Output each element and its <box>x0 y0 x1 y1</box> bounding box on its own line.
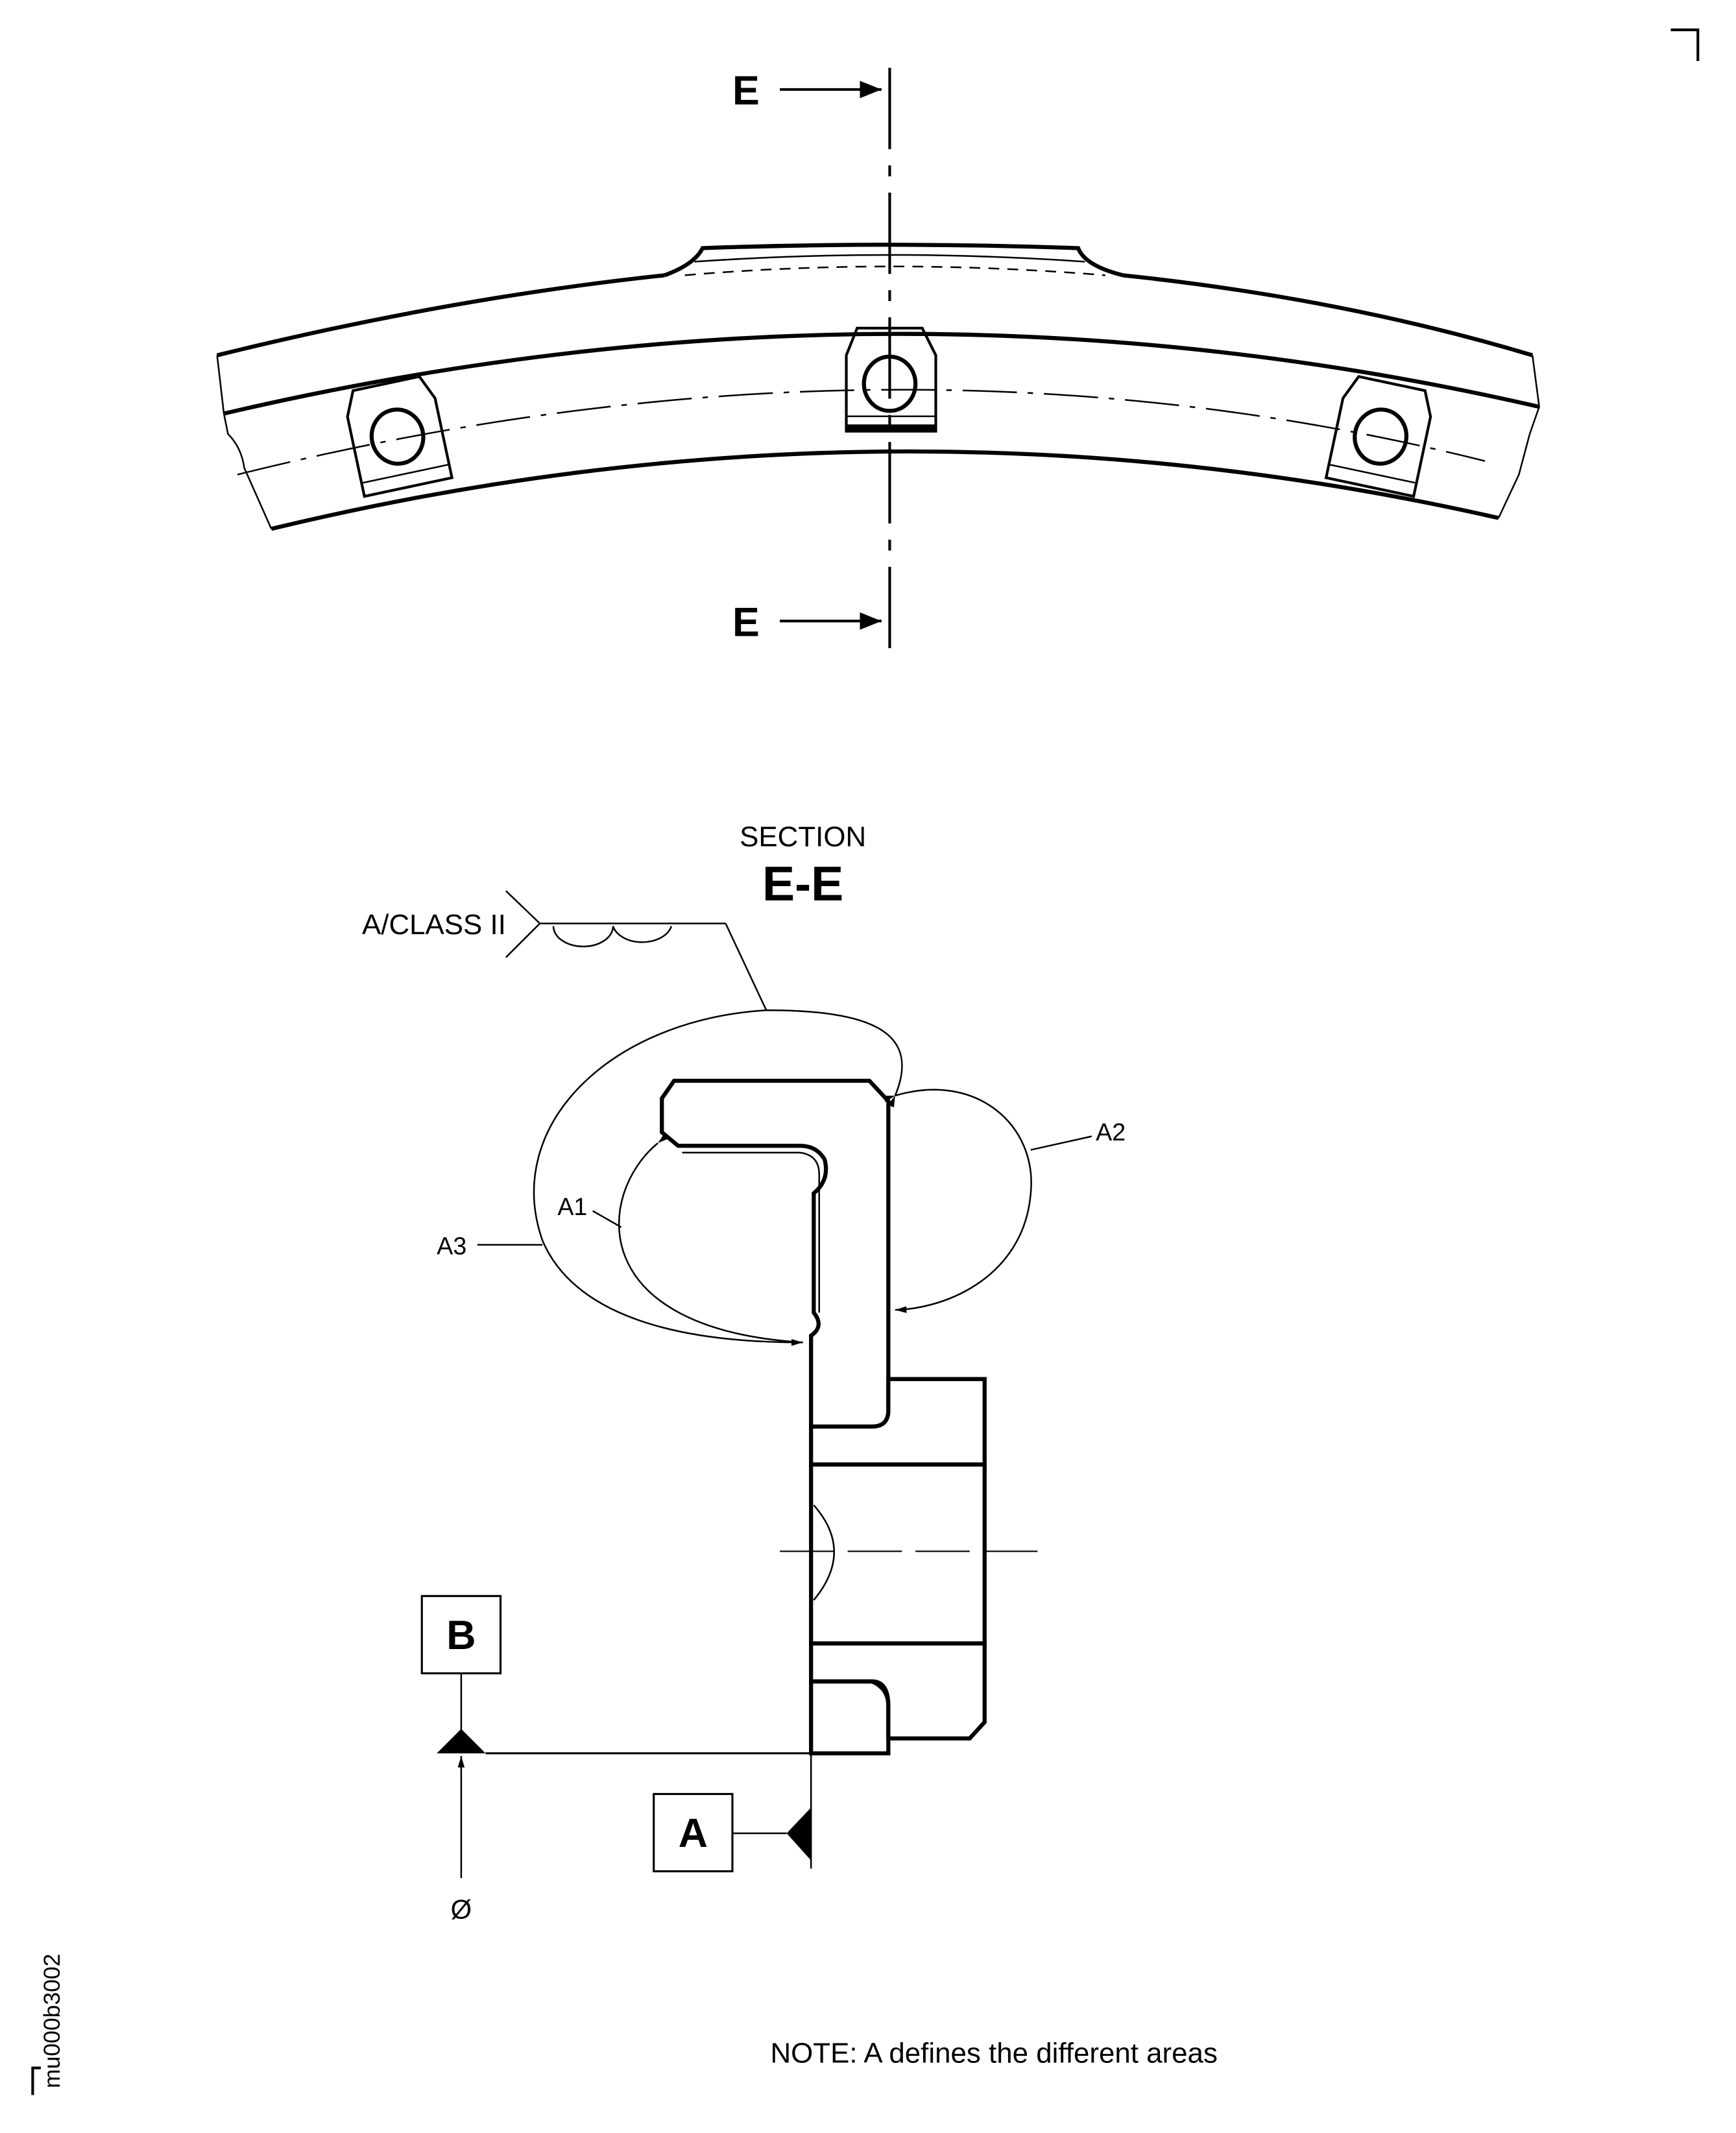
diameter-symbol: Ø <box>451 1894 472 1925</box>
corner-mark-top-right <box>1670 28 1700 62</box>
note-text: NOTE: A defines the different areas <box>771 2037 1218 2069</box>
flange-upper-section <box>809 1377 987 1467</box>
bolt-lug-left <box>346 375 454 498</box>
svg-text:E: E <box>732 68 760 114</box>
label-a3: A3 <box>437 1233 466 1260</box>
label-a2: A2 <box>1096 1118 1126 1146</box>
svg-text:A/CLASS II: A/CLASS II <box>362 909 506 941</box>
bolt-hole <box>809 1462 987 1646</box>
bolt-lug-center <box>845 326 937 433</box>
section-arrow-top: E <box>732 68 882 114</box>
datum-a: A <box>653 1792 812 1873</box>
area-a2-leader <box>883 1089 1032 1314</box>
weld-symbol: A/CLASS II <box>362 890 767 1011</box>
ring-inner-edge <box>271 449 1499 531</box>
section-title-large: E-E <box>762 856 843 911</box>
section-arrow-bottom: E <box>732 599 882 645</box>
area-a1-leader <box>618 1133 803 1344</box>
section-view: SECTION E-E A/CLASS II A1 A2 A3 <box>362 821 1126 1924</box>
drawing-id: mu000b3002 <box>39 1954 65 2088</box>
label-a1: A1 <box>557 1193 587 1220</box>
l-profile-section <box>660 1078 891 1429</box>
corner-mark-bottom-left <box>31 2066 41 2095</box>
ring-outer-edge <box>216 273 665 357</box>
section-title-small: SECTION <box>740 821 866 852</box>
ring-middle-edge <box>223 331 1540 416</box>
svg-text:B: B <box>446 1613 476 1658</box>
bolt-circle-centerline <box>237 389 1486 476</box>
lower-lip-section <box>809 1679 891 1755</box>
flange-lower-section <box>809 1641 987 1741</box>
top-view: E E <box>216 67 1540 651</box>
area-a3-leader <box>533 1009 903 1346</box>
svg-text:E: E <box>732 599 760 645</box>
bolt-lug-right <box>1324 375 1432 498</box>
datum-b: B Ø <box>420 1595 812 1925</box>
svg-text:A: A <box>679 1811 708 1856</box>
boss <box>664 243 1124 278</box>
